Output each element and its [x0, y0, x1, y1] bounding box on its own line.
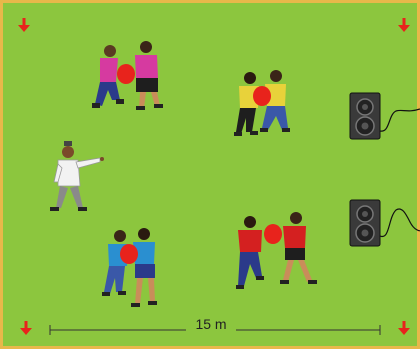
balloon-yellow — [253, 86, 271, 106]
balloon-pink — [117, 64, 135, 84]
balloon-blue — [120, 244, 138, 264]
balloon-red — [264, 224, 282, 244]
distance-label: 15 m — [186, 316, 236, 332]
